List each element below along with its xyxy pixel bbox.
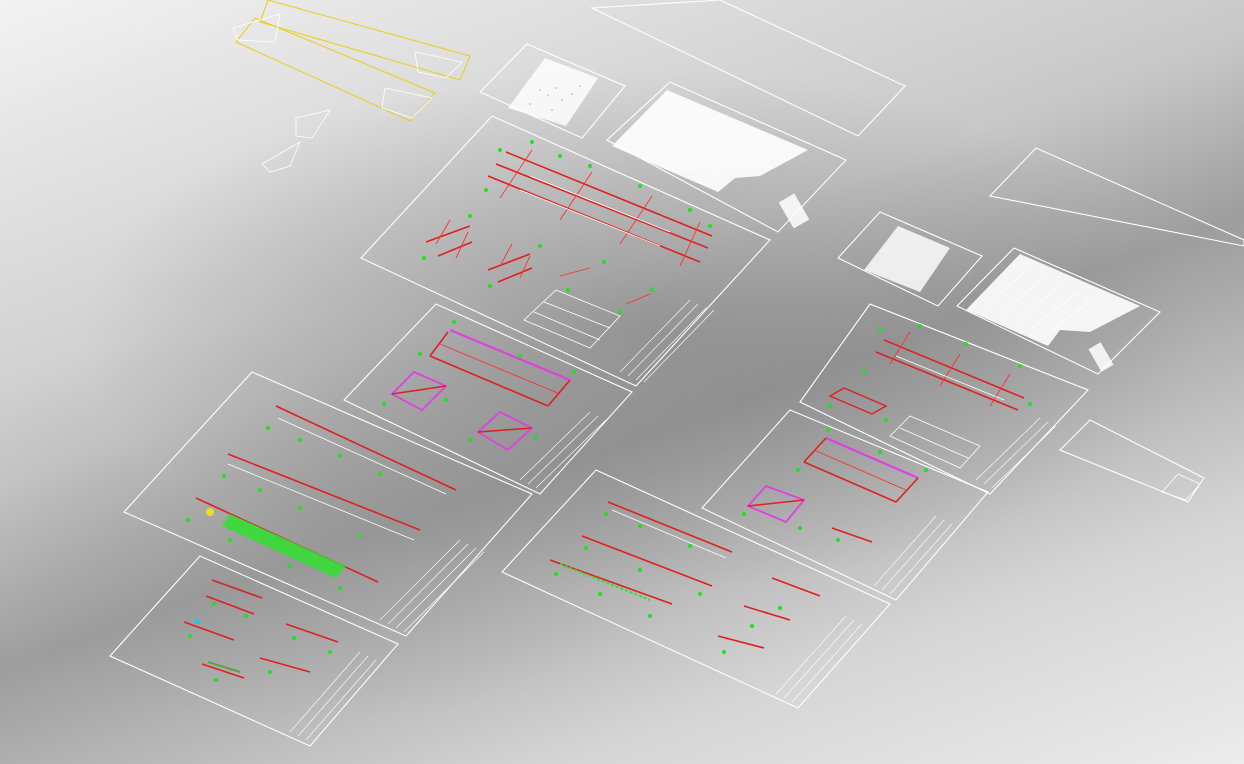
sections-a-title-block xyxy=(379,539,485,633)
grid-b-table xyxy=(889,415,981,469)
structural-grid-a[interactable] xyxy=(360,115,771,387)
sections-b-tags xyxy=(554,512,782,654)
grid-a-table xyxy=(523,289,621,349)
grid-b-tags xyxy=(828,324,1032,422)
empty-sheet-top[interactable] xyxy=(589,0,906,137)
yellow-strips xyxy=(232,0,471,173)
site-plan-a-dots xyxy=(529,85,581,111)
structural-grid-b[interactable] xyxy=(799,303,1089,495)
beam-layout-b-tags xyxy=(742,428,928,542)
details-a-title-block xyxy=(289,651,377,741)
beam-layout-b-title-block xyxy=(873,515,953,595)
grid-a-small-plans xyxy=(425,219,651,305)
details-a[interactable] xyxy=(109,555,399,747)
beam-layout-a-title-block xyxy=(519,411,607,489)
grid-a-tags xyxy=(422,140,712,314)
grid-a-title-block xyxy=(619,299,715,383)
sections-b-title-block xyxy=(775,615,863,703)
beam-layout-a-tags xyxy=(382,320,576,442)
site-plan-a[interactable] xyxy=(479,43,626,139)
hatched-plan-a[interactable] xyxy=(606,81,847,233)
sections-a[interactable] xyxy=(123,371,533,637)
beam-layout-a[interactable] xyxy=(343,303,633,495)
hatched-plan-b-hatching xyxy=(983,267,1095,335)
sections-a-tags xyxy=(186,426,382,590)
beam-layout-b[interactable] xyxy=(701,409,989,601)
grid-b-title-block xyxy=(975,417,1057,489)
grid-a-main xyxy=(487,149,713,267)
site-plan-b[interactable] xyxy=(837,211,983,307)
hatched-plan-a-hatching xyxy=(629,99,769,179)
hatched-plan-b-large[interactable] xyxy=(956,247,1161,375)
empty-sheet-right[interactable] xyxy=(988,147,1244,503)
sections-b[interactable] xyxy=(501,469,891,709)
details-a-tags xyxy=(188,602,332,682)
